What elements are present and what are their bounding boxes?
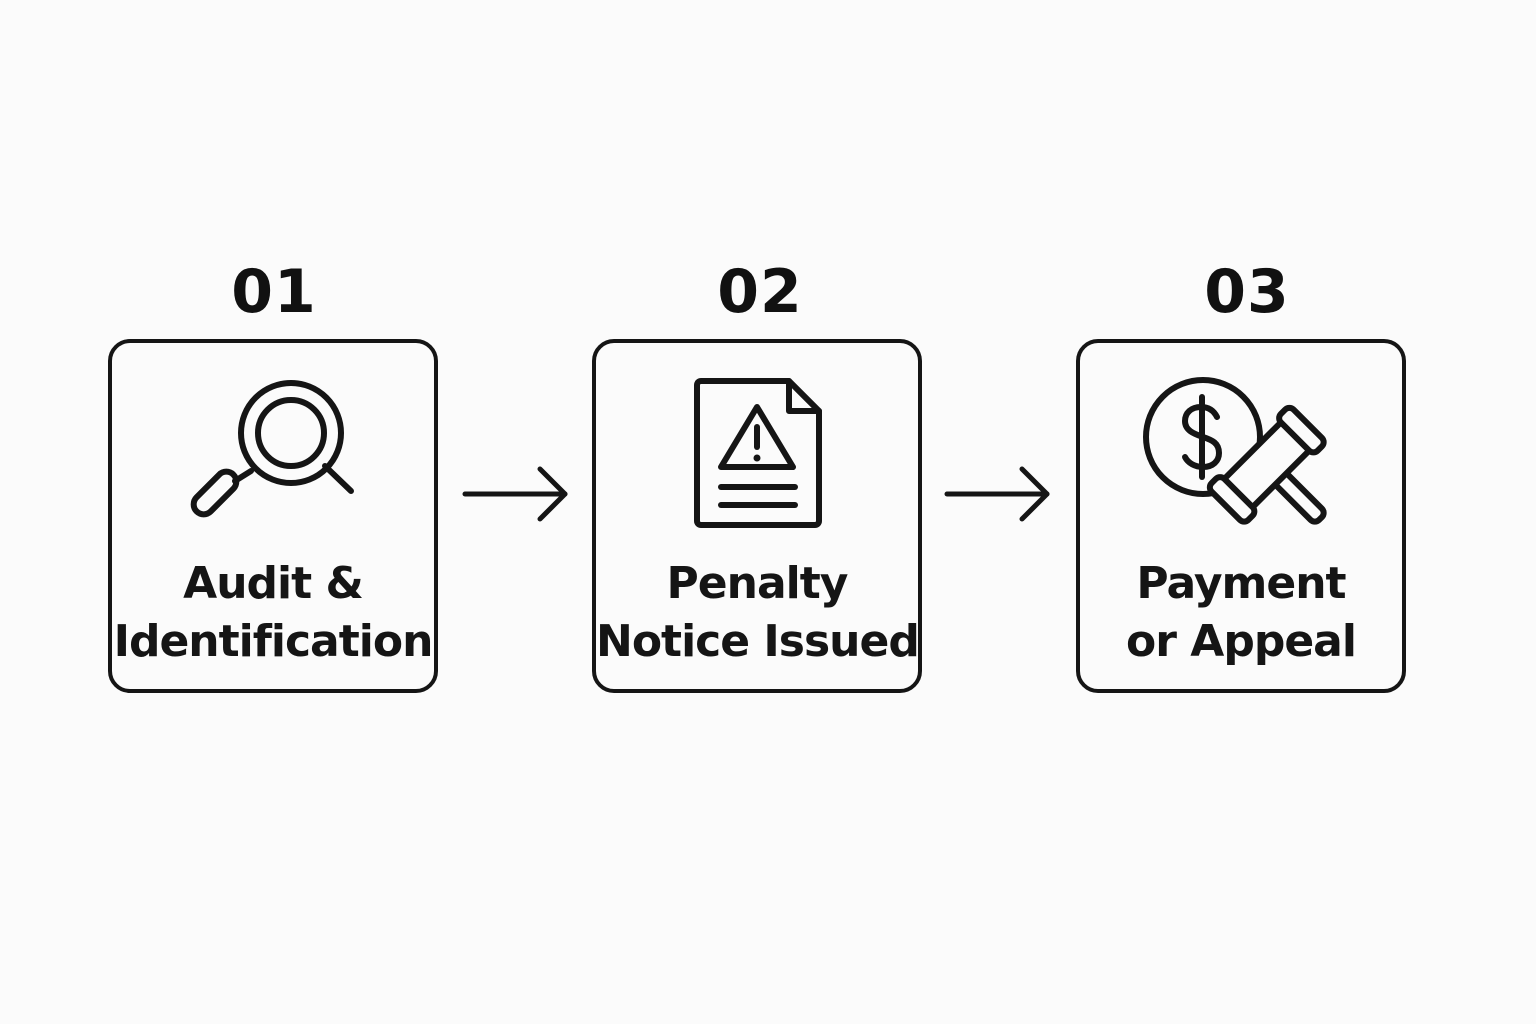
step-label-line: Notice Issued [596, 616, 920, 667]
step-label-penalty-notice: Penalty Notice Issued [596, 555, 920, 671]
step-box-audit: Audit & Identification [108, 339, 438, 693]
step-label-payment-appeal: Payment or Appeal [1080, 555, 1402, 671]
step-label-line: or Appeal [1126, 616, 1357, 667]
dollar-gavel-icon [1080, 371, 1402, 531]
step-label-audit: Audit & Identification [112, 555, 434, 671]
step-number-1: 01 [231, 257, 317, 327]
warning-document-icon [596, 371, 918, 531]
step-number-2: 02 [717, 257, 803, 327]
magnifying-glass-icon [112, 371, 434, 531]
step-label-line: Identification [113, 616, 434, 667]
step-box-penalty-notice: Penalty Notice Issued [592, 339, 922, 693]
step-number-3: 03 [1204, 257, 1290, 327]
step-label-line: Penalty [666, 558, 849, 609]
step-label-line: Payment [1136, 558, 1346, 609]
arrow-right-icon [462, 466, 568, 522]
step-label-line: Audit & [183, 558, 364, 609]
arrow-right-icon [944, 466, 1050, 522]
step-box-payment-appeal: Payment or Appeal [1076, 339, 1406, 693]
